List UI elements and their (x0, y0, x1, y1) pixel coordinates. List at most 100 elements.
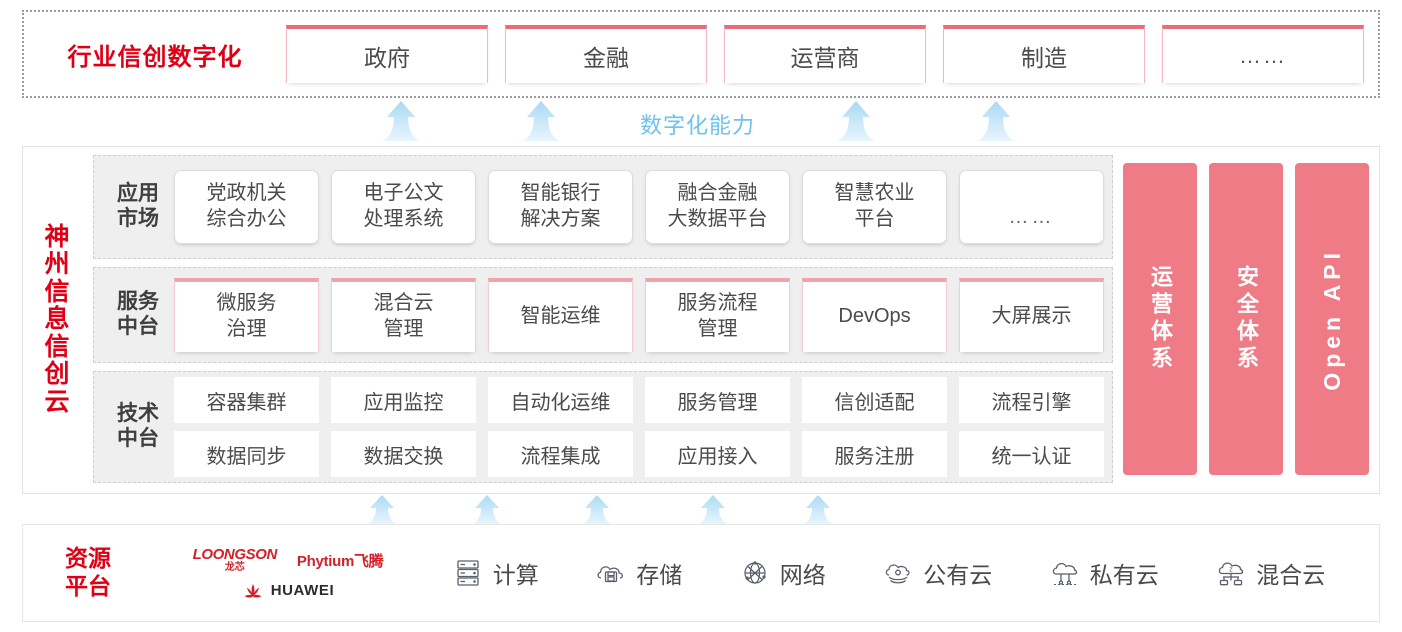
resource-item-public-cloud[interactable]: 公有云 (881, 556, 992, 590)
resource-item-private-cloud[interactable]: 私有云 (1048, 556, 1159, 590)
resource-item-hybrid-cloud[interactable]: z 混合云 (1214, 556, 1325, 590)
industry-card-carrier[interactable]: 运营商 (724, 25, 926, 83)
network-globe-icon (738, 556, 772, 590)
pillar-open-api[interactable]: Open API (1295, 163, 1369, 475)
industry-card-finance[interactable]: 金融 (505, 25, 707, 83)
up-arrow-icon (976, 100, 1016, 142)
tech-card-grid: 容器集群 应用监控 自动化运维 服务管理 信创适配 流程引擎 数据同步 数据交换… (174, 377, 1104, 477)
tech-card-app-access[interactable]: 应用接入 (645, 431, 790, 477)
up-arrow-icon (521, 100, 561, 142)
capability-arrow-row: 数字化能力 (0, 100, 1402, 144)
service-card-aiops[interactable]: 智能运维 (488, 278, 633, 352)
tech-card-xinchuang-adaptation[interactable]: 信创适配 (802, 377, 947, 423)
resource-item-label: 计算 (492, 562, 539, 588)
resource-item-label: 私有云 (1089, 562, 1159, 588)
vendor-logo-row: LOONGSON 龙芯 Phytium飞腾 (193, 547, 384, 573)
resource-item-compute[interactable]: 计算 (451, 556, 539, 590)
app-market-card-list: 党政机关 综合办公 电子公文 处理系统 智能银行 (174, 170, 1104, 244)
resource-band: 资源 平台 LOONGSON 龙芯 Phytium飞腾 (22, 524, 1380, 622)
resource-item-storage[interactable]: 存储 (594, 556, 682, 590)
platform-container: 神 州 信 息 信 创 云 应用 市场 党政机关 (22, 146, 1380, 494)
pillar-label: Open API (1318, 247, 1345, 391)
phytium-logo: Phytium飞腾 (296, 552, 384, 570)
tech-card-data-sync[interactable]: 数据同步 (174, 431, 319, 477)
industry-band-title: 行业信创数字化 (67, 43, 243, 71)
pillar-list: 运营体系 安全体系 Open API (1123, 155, 1369, 485)
platform-title-char: 信 (44, 332, 70, 361)
up-arrow-icon (364, 494, 400, 526)
service-card-service-process-management[interactable]: 服务流程 管理 (645, 278, 790, 352)
resource-band-title: 资源 平台 (65, 545, 111, 599)
resource-item-label: 混合云 (1256, 562, 1326, 588)
resource-item-label: 存储 (636, 562, 683, 588)
tech-card-data-exchange[interactable]: 数据交换 (331, 431, 476, 477)
private-cloud-icon (1048, 556, 1082, 590)
tech-card-service-management[interactable]: 服务管理 (645, 377, 790, 423)
platform-title-char: 州 (44, 250, 70, 279)
up-arrow-icon (800, 494, 836, 526)
app-card-government-office[interactable]: 党政机关 综合办公 (174, 170, 319, 244)
loongson-logo: LOONGSON 龙芯 (192, 546, 278, 573)
layer-label-app-market: 应用 市场 (117, 182, 159, 230)
industry-card-more[interactable]: …… (1162, 25, 1364, 83)
tech-card-container-cluster[interactable]: 容器集群 (174, 377, 319, 423)
platform-title-char: 创 (44, 360, 70, 389)
industry-card-label: 运营商 (790, 45, 860, 71)
tech-card-unified-auth[interactable]: 统一认证 (959, 431, 1104, 477)
service-card-microservice-governance[interactable]: 微服务 治理 (174, 278, 319, 352)
service-card-large-screen-display[interactable]: 大屏展示 (959, 278, 1104, 352)
layer-stack: 应用 市场 党政机关 综合办公 电子公文 (93, 155, 1113, 485)
layer-app-market: 应用 市场 党政机关 综合办公 电子公文 (93, 155, 1113, 259)
app-card-more[interactable]: …… (959, 170, 1104, 244)
huawei-flower-icon (242, 583, 264, 599)
app-card-smart-bank[interactable]: 智能银行 解决方案 (488, 170, 633, 244)
platform-title: 神 州 信 息 信 创 云 (23, 147, 91, 493)
app-card-edoc-system[interactable]: 电子公文 处理系统 (331, 170, 476, 244)
vendor-logo-list: LOONGSON 龙芯 Phytium飞腾 HUAWEI (153, 547, 423, 599)
tech-card-row: 数据同步 数据交换 流程集成 应用接入 服务注册 统一认证 (174, 431, 1104, 477)
huawei-logo: HUAWEI (242, 582, 335, 599)
industry-card-label: …… (1239, 43, 1287, 68)
hybrid-cloud-icon: z (1214, 556, 1248, 590)
tech-card-row: 容器集群 应用监控 自动化运维 服务管理 信创适配 流程引擎 (174, 377, 1104, 423)
industry-card-manufacturing[interactable]: 制造 (943, 25, 1145, 83)
tech-card-app-monitoring[interactable]: 应用监控 (331, 377, 476, 423)
capability-label: 数字化能力 (640, 113, 756, 138)
tech-card-service-registry[interactable]: 服务注册 (802, 431, 947, 477)
layer-label-service-middle-platform: 服务 中台 (117, 290, 159, 338)
platform-title-char: 信 (44, 277, 70, 306)
resource-item-network[interactable]: 网络 (738, 556, 826, 590)
platform-body: 应用 市场 党政机关 综合办公 电子公文 (91, 147, 1379, 493)
platform-title-char: 神 (44, 222, 70, 251)
layer-tech-middle-platform: 技术 中台 容器集群 应用监控 自动化运维 服务管理 信创适配 流程引擎 (93, 371, 1113, 483)
pillar-security-system[interactable]: 安全体系 (1209, 163, 1283, 475)
pillar-operations-system[interactable]: 运营体系 (1123, 163, 1197, 475)
service-card-list: 微服务 治理 混合云 管理 智能运维 (174, 278, 1104, 352)
tech-card-process-engine[interactable]: 流程引擎 (959, 377, 1104, 423)
tech-card-automated-ops[interactable]: 自动化运维 (488, 377, 633, 423)
industry-card-label: 制造 (1021, 45, 1067, 71)
up-arrow-icon (836, 100, 876, 142)
platform-title-char: 息 (44, 305, 70, 334)
resource-item-label: 公有云 (923, 562, 993, 588)
service-card-devops[interactable]: DevOps (802, 278, 947, 352)
platform-title-char: 云 (44, 387, 70, 416)
industry-card-label: 金融 (583, 45, 629, 71)
service-card-hybrid-cloud-management[interactable]: 混合云 管理 (331, 278, 476, 352)
app-card-smart-agriculture[interactable]: 智慧农业 平台 (802, 170, 947, 244)
server-rack-icon (451, 556, 485, 590)
up-arrow-icon (579, 494, 615, 526)
pillar-label: 运营体系 (1148, 265, 1173, 373)
vendor-logo-row: HUAWEI (242, 582, 335, 599)
up-arrow-icon (695, 494, 731, 526)
public-cloud-icon (881, 556, 915, 590)
pillar-label: 安全体系 (1234, 265, 1259, 373)
up-arrow-icon (469, 494, 505, 526)
cloud-storage-icon (594, 556, 628, 590)
industry-card-government[interactable]: 政府 (286, 25, 488, 83)
app-card-fintech-bigdata[interactable]: 融合金融 大数据平台 (645, 170, 790, 244)
up-arrow-icon (381, 100, 421, 142)
resource-arrow-row (0, 494, 1402, 526)
tech-card-process-integration[interactable]: 流程集成 (488, 431, 633, 477)
